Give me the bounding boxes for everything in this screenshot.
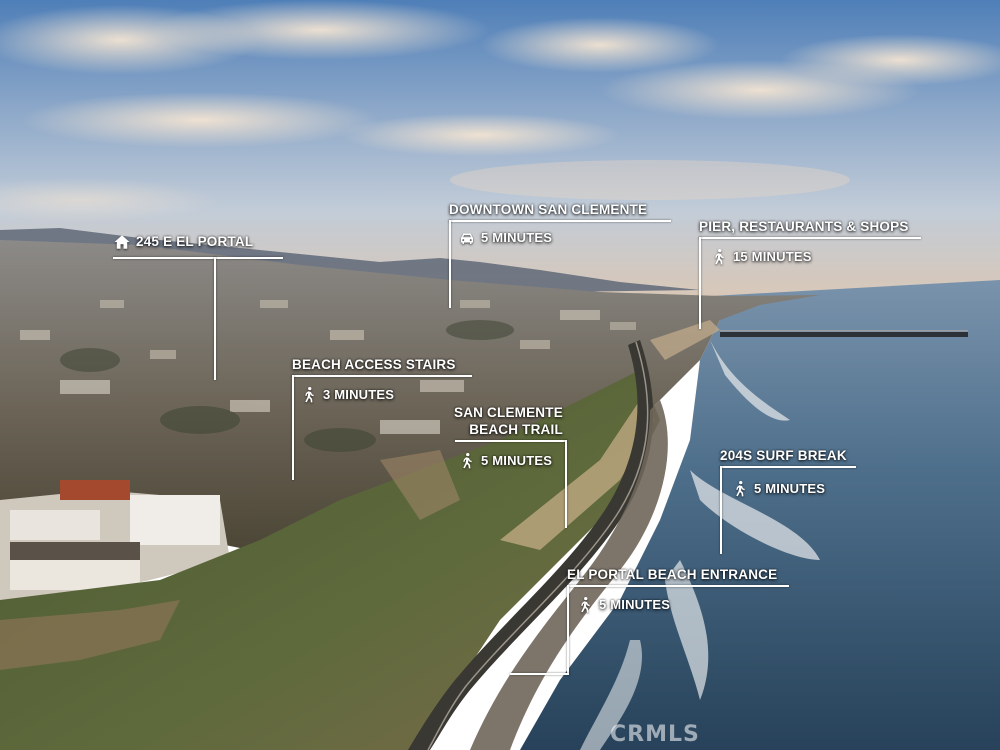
beach-stairs-time-row: 3 MINUTES — [300, 386, 394, 404]
walking-person-icon — [300, 386, 318, 404]
beach-entrance-pointer-line — [567, 585, 569, 675]
beach-trail-title-line2: BEACH TRAIL — [469, 422, 563, 437]
surf-break-time: 5 MINUTES — [754, 481, 826, 496]
beach-entrance-underline — [567, 585, 789, 587]
pier-time: 15 MINUTES — [733, 249, 812, 264]
downtown-title: DOWNTOWN SAN CLEMENTE — [449, 202, 648, 217]
walking-person-icon — [576, 596, 594, 614]
downtown-time: 5 MINUTES — [481, 230, 553, 245]
beach-trail-title: SAN CLEMENTE BEACH TRAIL — [454, 405, 563, 438]
beach-entrance-time: 5 MINUTES — [599, 597, 671, 612]
downtown-pointer-line — [449, 220, 451, 308]
pier-pointer-line — [699, 237, 701, 329]
pier-underline — [699, 237, 921, 239]
walking-person-icon — [458, 452, 476, 470]
home-icon — [113, 233, 131, 251]
property-underline — [113, 257, 283, 259]
beach-trail-title-line1: SAN CLEMENTE — [454, 405, 563, 420]
walking-person-icon — [731, 480, 749, 498]
beach-trail-pointer-line — [565, 440, 567, 528]
property-pointer-line — [214, 257, 216, 380]
pier-time-row: 15 MINUTES — [710, 248, 812, 266]
beach-trail-time: 5 MINUTES — [481, 453, 553, 468]
downtown-time-row: 5 MINUTES — [458, 229, 552, 247]
surf-break-title: 204S SURF BREAK — [720, 448, 847, 463]
car-icon — [458, 229, 476, 247]
beach-stairs-underline — [292, 375, 472, 377]
surf-break-pointer-line — [720, 466, 722, 554]
watermark: CRMLS — [610, 722, 700, 747]
property-title: 245 E EL PORTAL — [136, 234, 254, 249]
beach-stairs-pointer-line — [292, 375, 294, 480]
beach-stairs-title: BEACH ACCESS STAIRS — [292, 357, 456, 372]
pier-title: PIER, RESTAURANTS & SHOPS — [699, 219, 909, 234]
beach-entrance-title: EL PORTAL BEACH ENTRANCE — [567, 567, 778, 582]
downtown-underline — [449, 220, 671, 222]
beach-entrance-time-row: 5 MINUTES — [576, 596, 670, 614]
beach-trail-underline — [455, 440, 567, 442]
beach-stairs-time: 3 MINUTES — [323, 387, 395, 402]
beach-trail-time-row: 5 MINUTES — [458, 452, 552, 470]
surf-break-time-row: 5 MINUTES — [731, 480, 825, 498]
surf-break-underline — [720, 466, 856, 468]
property-label: 245 E EL PORTAL — [113, 233, 253, 251]
walking-person-icon — [710, 248, 728, 266]
beach-entrance-pointer-foot — [510, 673, 569, 675]
